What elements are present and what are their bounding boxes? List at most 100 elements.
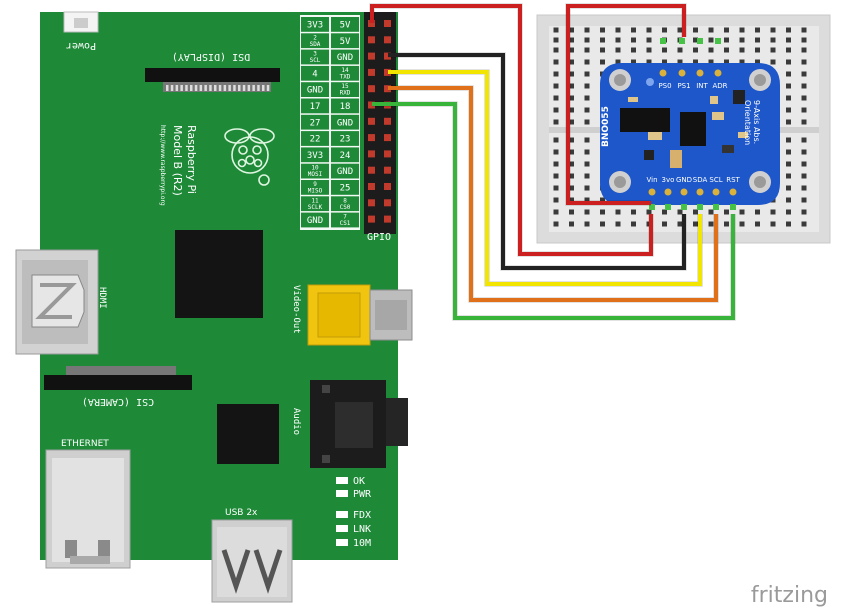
gpio-pin xyxy=(368,215,375,223)
breadboard-hole xyxy=(631,47,636,53)
gpio-right-label: 7 xyxy=(343,214,347,221)
breadboard-hole xyxy=(646,59,652,65)
breadboard-hole xyxy=(584,221,590,227)
gpio-left-label: 9 xyxy=(313,181,317,188)
breadboard-hole xyxy=(569,107,574,113)
gpio-pin xyxy=(368,117,375,125)
gpio-right-label: 18 xyxy=(340,102,351,112)
breadboard-hole xyxy=(553,173,559,179)
breadboard-hole xyxy=(631,59,636,65)
breadboard-hole xyxy=(553,71,559,77)
gpio-pin xyxy=(384,68,391,76)
sensor-bottom-pin xyxy=(712,188,720,196)
gpio-pin xyxy=(384,166,391,174)
sensor-bottom-pin xyxy=(696,188,704,196)
breadboard-hole xyxy=(708,209,714,215)
breadboard-hole xyxy=(801,107,807,113)
breadboard-hole xyxy=(553,59,559,65)
breadboard-hole xyxy=(615,47,621,53)
gpio-pin xyxy=(368,36,375,44)
ethernet-port xyxy=(45,449,131,569)
power-connector xyxy=(63,11,99,33)
gpio-pin xyxy=(368,134,375,142)
breadboard-hole xyxy=(786,95,791,101)
breadboard-hole xyxy=(770,221,776,227)
gpio-right-label: GND xyxy=(337,53,353,63)
sensor-name: BNO055 xyxy=(601,106,611,147)
breadboard-hole xyxy=(569,71,574,77)
gpio-pin xyxy=(384,199,391,207)
usb-chip xyxy=(217,404,279,464)
breadboard-hole xyxy=(584,209,590,215)
breadboard-hole xyxy=(569,59,574,65)
gpio-right-label-sub: CS1 xyxy=(340,220,351,227)
breadboard-hole xyxy=(739,37,745,43)
gpio-right-label: 23 xyxy=(340,135,351,145)
breadboard-hole xyxy=(801,149,807,155)
breadboard-hole xyxy=(569,27,574,33)
breadboard-hole xyxy=(615,27,621,33)
breadboard-hole xyxy=(708,59,714,65)
gpio-right-label: 14 xyxy=(341,67,349,74)
breadboard-hole xyxy=(786,149,791,155)
bno055-sensor-board xyxy=(600,63,780,205)
breadboard-hole xyxy=(553,83,559,89)
led-label: LNK xyxy=(353,524,371,535)
gpio-pin xyxy=(384,85,391,93)
breadboard-hole xyxy=(724,209,729,215)
hdmi-connector xyxy=(15,249,99,355)
gpio-pin xyxy=(384,183,391,190)
gpio-left-label-sub: MOSI xyxy=(308,171,323,178)
sensor-top-pin-label: INT xyxy=(696,82,708,90)
breadboard-hole xyxy=(708,37,714,43)
breadboard-hole xyxy=(662,47,667,53)
led-indicator xyxy=(336,525,348,532)
gpio-right-label: 5V xyxy=(340,37,351,47)
breadboard-hole xyxy=(786,107,791,113)
breadboard-hole xyxy=(662,221,667,227)
breadboard-hole xyxy=(786,59,791,65)
raspberry-logo-icon xyxy=(224,128,275,186)
gpio-pin xyxy=(384,20,391,27)
gpio-right-label-sub: TXD xyxy=(340,73,351,80)
breadboard-hole xyxy=(708,47,714,53)
breadboard-hole xyxy=(569,37,574,43)
breadboard-hole xyxy=(584,107,590,113)
breadboard-hole xyxy=(786,221,791,227)
breadboard-hole xyxy=(600,47,605,53)
breadboard-hole xyxy=(801,27,807,33)
breadboard-hole xyxy=(770,47,776,53)
led-label: PWR xyxy=(353,489,372,500)
breadboard-hole xyxy=(615,37,621,43)
sensor-subtitle-2: Orientation xyxy=(743,100,752,145)
breadboard-hole xyxy=(786,173,791,179)
breadboard-hole xyxy=(584,173,590,179)
breadboard-hole xyxy=(677,221,683,227)
breadboard-hole xyxy=(646,209,652,215)
led-indicator xyxy=(336,539,348,546)
sensor-bottom-pin xyxy=(648,188,656,196)
gpio-left-label: 3V3 xyxy=(307,151,323,161)
breadboard-hole xyxy=(786,47,791,53)
gpio-left-label: 11 xyxy=(311,197,319,204)
breadboard-hole xyxy=(724,59,729,65)
gpio-left-label: 17 xyxy=(310,102,321,112)
breadboard-hole xyxy=(631,209,636,215)
led-indicator xyxy=(336,477,348,484)
breadboard-hole xyxy=(600,59,605,65)
sensor-bottom-pin-label: SDA xyxy=(693,176,708,184)
breadboard-hole xyxy=(553,119,559,125)
breadboard-hole xyxy=(770,27,776,33)
breadboard-hole xyxy=(569,47,574,53)
gpio-left-label: 27 xyxy=(310,118,321,128)
breadboard-hole xyxy=(801,209,807,215)
breadboard-hole xyxy=(553,95,559,101)
gpio-pin xyxy=(368,52,375,60)
gpio-right-label: 8 xyxy=(343,197,347,204)
breadboard-hole xyxy=(631,27,636,33)
breadboard-hole xyxy=(801,71,807,77)
power-wire-red xyxy=(566,4,686,205)
breadboard-hole xyxy=(693,37,698,43)
sensor-top-pin-label: ADR xyxy=(712,82,727,90)
